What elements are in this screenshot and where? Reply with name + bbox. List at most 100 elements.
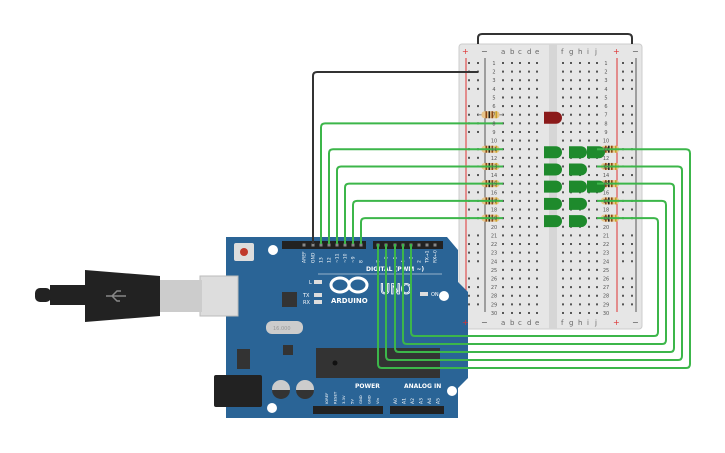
hole[interactable] bbox=[528, 130, 530, 133]
hole[interactable] bbox=[588, 87, 590, 90]
hole[interactable] bbox=[570, 243, 572, 246]
hole[interactable] bbox=[536, 139, 538, 142]
hole[interactable] bbox=[528, 156, 530, 159]
usb-cable[interactable] bbox=[35, 270, 239, 322]
hole[interactable] bbox=[528, 294, 530, 297]
rail-hole[interactable] bbox=[622, 243, 624, 246]
hole[interactable] bbox=[579, 79, 581, 82]
rail-hole[interactable] bbox=[468, 303, 470, 306]
hole[interactable] bbox=[536, 191, 538, 194]
hole[interactable] bbox=[570, 79, 572, 82]
hole[interactable] bbox=[528, 165, 530, 168]
wire-pin-~11[interactable] bbox=[336, 165, 503, 244]
pin[interactable] bbox=[425, 243, 429, 247]
hole[interactable] bbox=[596, 243, 598, 246]
hole[interactable] bbox=[570, 122, 572, 125]
hole[interactable] bbox=[519, 311, 521, 314]
rail-hole[interactable] bbox=[477, 208, 479, 211]
rail-hole[interactable] bbox=[477, 191, 479, 194]
hole[interactable] bbox=[536, 225, 538, 228]
rail-hole[interactable] bbox=[631, 70, 633, 73]
hole[interactable] bbox=[588, 234, 590, 237]
hole[interactable] bbox=[579, 294, 581, 297]
rail-hole[interactable] bbox=[468, 191, 470, 194]
rail-hole[interactable] bbox=[468, 113, 470, 116]
hole[interactable] bbox=[519, 165, 521, 168]
hole[interactable] bbox=[528, 139, 530, 142]
rail-hole[interactable] bbox=[477, 87, 479, 90]
rail-hole[interactable] bbox=[622, 303, 624, 306]
hole[interactable] bbox=[536, 113, 538, 116]
hole[interactable] bbox=[519, 130, 521, 133]
hole[interactable] bbox=[528, 174, 530, 177]
hole[interactable] bbox=[511, 122, 513, 125]
hole[interactable] bbox=[528, 122, 530, 125]
hole[interactable] bbox=[536, 217, 538, 220]
hole[interactable] bbox=[511, 156, 513, 159]
hole[interactable] bbox=[588, 79, 590, 82]
hole[interactable] bbox=[562, 96, 564, 99]
hole[interactable] bbox=[519, 286, 521, 289]
wire-pin-7[interactable] bbox=[377, 148, 691, 369]
hole[interactable] bbox=[562, 191, 564, 194]
hole[interactable] bbox=[596, 251, 598, 254]
hole[interactable] bbox=[536, 303, 538, 306]
hole[interactable] bbox=[519, 148, 521, 151]
hole[interactable] bbox=[502, 70, 504, 73]
hole[interactable] bbox=[502, 294, 504, 297]
hole[interactable] bbox=[588, 277, 590, 280]
hole[interactable] bbox=[528, 311, 530, 314]
hole[interactable] bbox=[511, 294, 513, 297]
rail-hole[interactable] bbox=[477, 277, 479, 280]
rail-hole[interactable] bbox=[468, 277, 470, 280]
rail-hole[interactable] bbox=[468, 105, 470, 108]
hole[interactable] bbox=[579, 286, 581, 289]
hole[interactable] bbox=[511, 208, 513, 211]
rail-hole[interactable] bbox=[468, 174, 470, 177]
rail-hole[interactable] bbox=[622, 122, 624, 125]
hole[interactable] bbox=[511, 225, 513, 228]
hole[interactable] bbox=[511, 234, 513, 237]
hole[interactable] bbox=[588, 268, 590, 271]
hole[interactable] bbox=[511, 96, 513, 99]
hole[interactable] bbox=[562, 113, 564, 116]
hole[interactable] bbox=[579, 303, 581, 306]
rail-hole[interactable] bbox=[622, 286, 624, 289]
rail-hole[interactable] bbox=[477, 243, 479, 246]
wire-pin-~9[interactable] bbox=[352, 199, 503, 244]
hole[interactable] bbox=[511, 105, 513, 108]
rail-hole[interactable] bbox=[622, 251, 624, 254]
hole[interactable] bbox=[511, 70, 513, 73]
hole[interactable] bbox=[502, 105, 504, 108]
hole[interactable] bbox=[511, 130, 513, 133]
hole[interactable] bbox=[536, 87, 538, 90]
rail-hole[interactable] bbox=[477, 130, 479, 133]
hole[interactable] bbox=[536, 130, 538, 133]
hole[interactable] bbox=[511, 139, 513, 142]
hole[interactable] bbox=[596, 225, 598, 228]
hole[interactable] bbox=[519, 199, 521, 202]
hole[interactable] bbox=[536, 70, 538, 73]
hole[interactable] bbox=[519, 294, 521, 297]
pin[interactable] bbox=[302, 243, 306, 247]
rail-hole[interactable] bbox=[477, 234, 479, 237]
hole[interactable] bbox=[502, 79, 504, 82]
wire-pin-~6[interactable] bbox=[385, 165, 683, 361]
hole[interactable] bbox=[588, 303, 590, 306]
hole[interactable] bbox=[519, 208, 521, 211]
hole[interactable] bbox=[588, 311, 590, 314]
hole[interactable] bbox=[570, 139, 572, 142]
hole[interactable] bbox=[570, 286, 572, 289]
hole[interactable] bbox=[536, 156, 538, 159]
hole[interactable] bbox=[502, 234, 504, 237]
rail-hole[interactable] bbox=[631, 105, 633, 108]
rail-hole[interactable] bbox=[631, 113, 633, 116]
hole[interactable] bbox=[579, 62, 581, 64]
hole[interactable] bbox=[579, 311, 581, 314]
hole[interactable] bbox=[579, 234, 581, 237]
hole[interactable] bbox=[519, 303, 521, 306]
hole[interactable] bbox=[502, 243, 504, 246]
hole[interactable] bbox=[528, 182, 530, 185]
hole[interactable] bbox=[570, 294, 572, 297]
hole[interactable] bbox=[596, 174, 598, 177]
